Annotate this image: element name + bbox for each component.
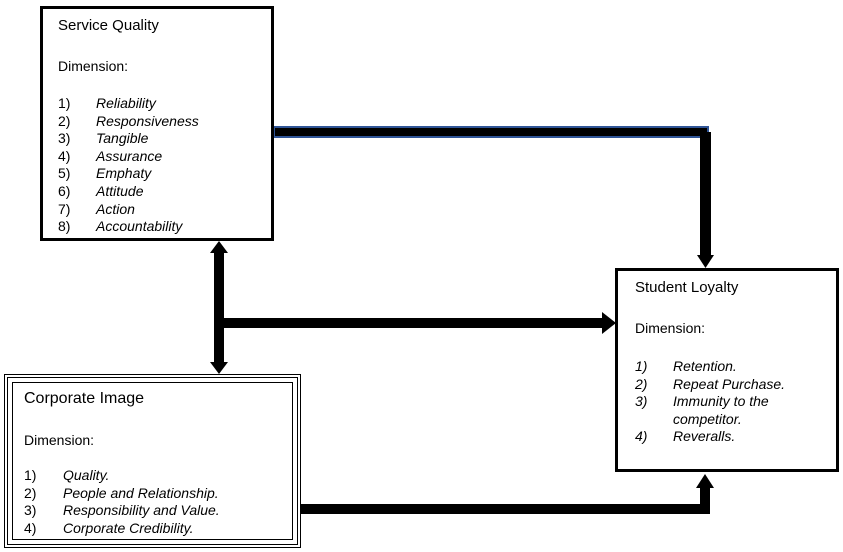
vertical-connector-bar bbox=[700, 132, 711, 257]
list-item: 2)Repeat Purchase. bbox=[635, 375, 786, 392]
vertical-double-arrow-shaft bbox=[214, 252, 224, 363]
list-item: 8)Accountability bbox=[58, 218, 183, 235]
arrowhead-down bbox=[210, 362, 228, 374]
list-item: 3)Immunity to the bbox=[635, 393, 769, 410]
list-item: 1)Retention. bbox=[635, 358, 737, 374]
list-item: 1)Reliability bbox=[58, 95, 156, 111]
service-quality-title: Service Quality bbox=[58, 17, 159, 34]
arrowhead-down bbox=[697, 255, 714, 268]
arrowhead-right bbox=[602, 312, 616, 334]
list-item: 5)Emphaty bbox=[58, 165, 152, 182]
arrowhead-up bbox=[210, 241, 228, 253]
list-item: 2)Responsiveness bbox=[58, 112, 199, 129]
corporate-image-dimension-list: 1)Quality. 2)People and Relationship. 3)… bbox=[24, 467, 284, 537]
corporate-image-content: Corporate Image Dimension: 1)Quality. 2)… bbox=[16, 386, 289, 536]
student-loyalty-dimension-list: 1)Retention. 2)Repeat Purchase. 3)Immuni… bbox=[635, 358, 835, 446]
student-loyalty-title: Student Loyalty bbox=[635, 279, 739, 296]
student-loyalty-box: Student Loyalty Dimension: 1)Retention. … bbox=[615, 268, 839, 472]
list-item: 4)Reveralls. bbox=[635, 428, 736, 445]
corporate-image-box: Corporate Image Dimension: 1)Quality. 2)… bbox=[4, 374, 301, 548]
list-item: 7)Action bbox=[58, 200, 135, 217]
vertical-bottom-shaft bbox=[700, 486, 710, 514]
corporate-image-dimension-label: Dimension: bbox=[24, 432, 95, 448]
horizontal-bottom-shaft bbox=[301, 504, 710, 514]
list-item: 4)Corporate Credibility. bbox=[24, 519, 194, 536]
horizontal-connector-bar bbox=[273, 126, 709, 138]
service-quality-dimension-list: 1)Reliability 2)Responsiveness 3)Tangibl… bbox=[58, 95, 268, 236]
list-item: 6)Attitude bbox=[58, 182, 144, 199]
arrowhead-up bbox=[696, 474, 714, 488]
list-item: competitor. bbox=[673, 410, 742, 427]
corporate-image-title: Corporate Image bbox=[24, 390, 145, 407]
arrow-bidirectional-sq-ci bbox=[210, 241, 228, 374]
arrow-service-quality-to-student-loyalty bbox=[273, 126, 714, 268]
list-item: 1)Quality. bbox=[24, 467, 110, 483]
list-item: 4)Assurance bbox=[58, 147, 163, 164]
horizontal-branch-shaft bbox=[224, 318, 604, 328]
list-item: 3)Responsibility and Value. bbox=[24, 502, 220, 519]
arrow-branch-to-student-loyalty bbox=[224, 312, 616, 334]
arrow-corporate-image-to-student-loyalty bbox=[301, 474, 714, 514]
service-quality-box: Service Quality Dimension: 1)Reliability… bbox=[40, 6, 274, 241]
service-quality-dimension-label: Dimension: bbox=[58, 58, 129, 74]
list-item: 3)Tangible bbox=[58, 130, 149, 147]
student-loyalty-dimension-label: Dimension: bbox=[635, 320, 706, 336]
list-item: 2)People and Relationship. bbox=[24, 484, 219, 501]
